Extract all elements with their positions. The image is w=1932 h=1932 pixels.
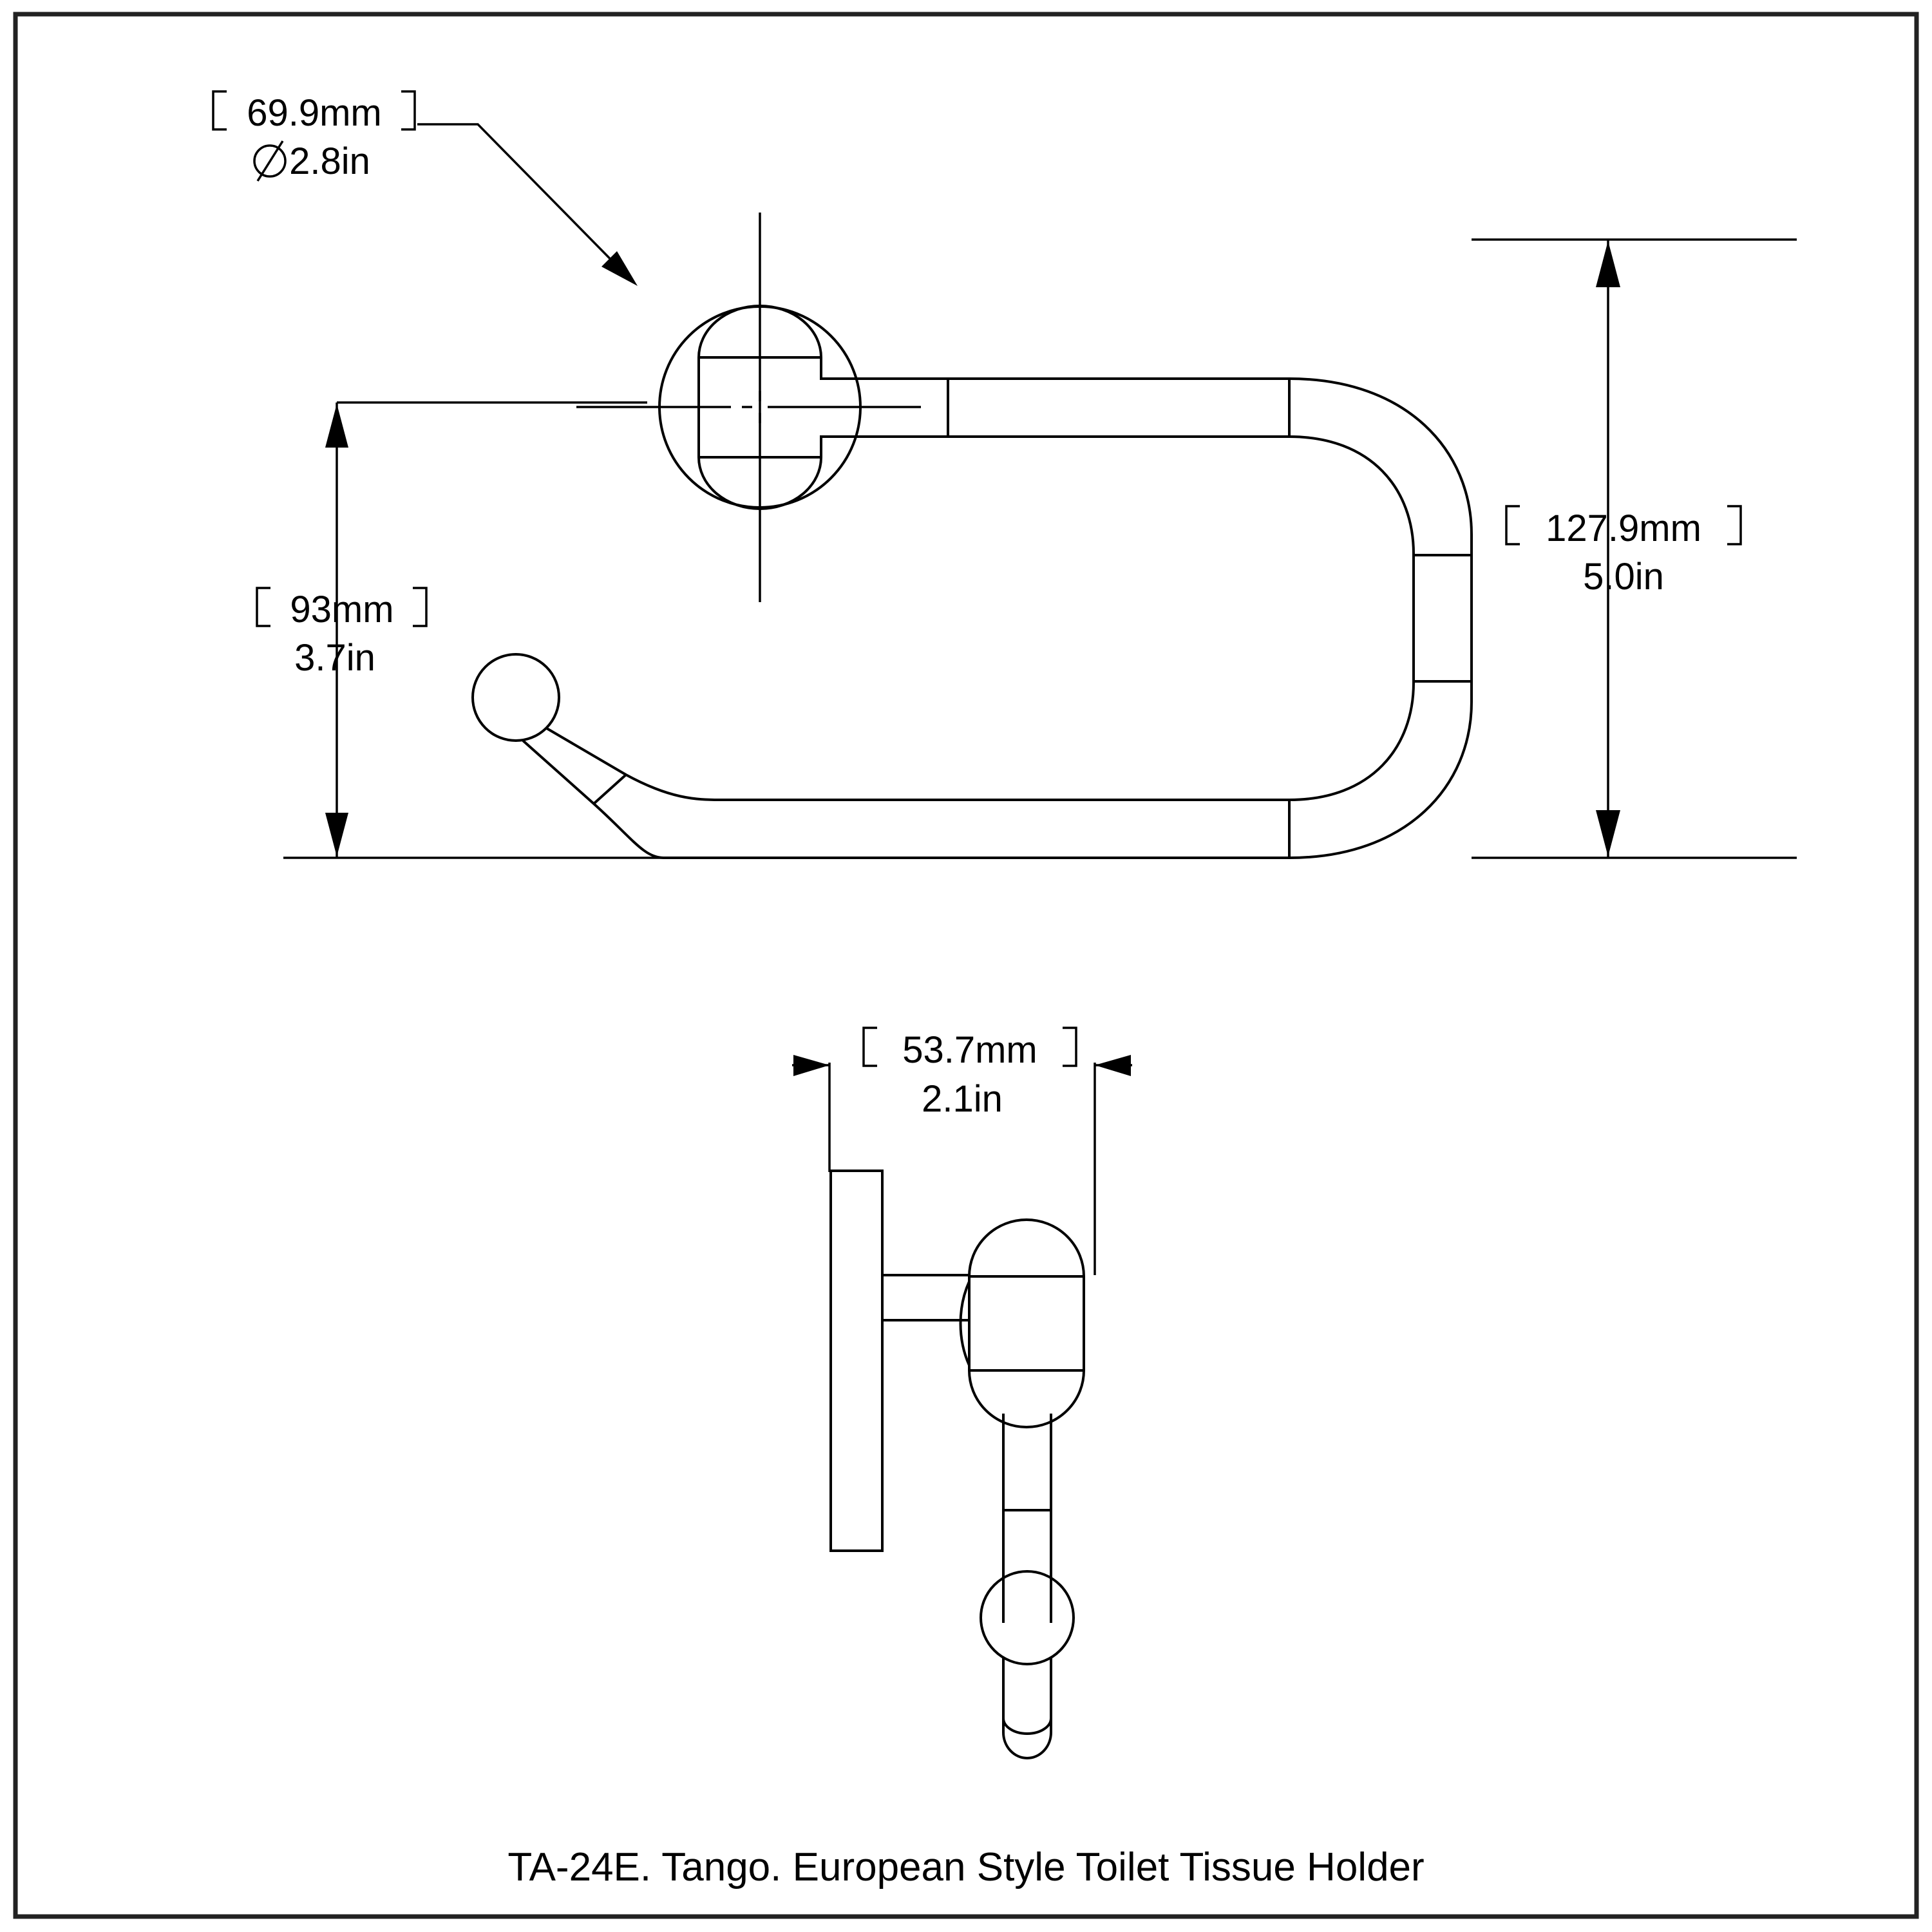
front-elevation-view <box>471 213 1473 859</box>
ball-finial <box>471 653 560 742</box>
drop-height-bracket-open <box>256 587 270 627</box>
u-bend-outer-edge <box>1289 377 1473 859</box>
side-boss-capsule <box>968 1218 1085 1428</box>
diameter-metric-label: 69.9mm <box>247 92 382 134</box>
side-elevation-view <box>829 1170 1085 1759</box>
descending-arm <box>1002 1414 1052 1623</box>
dimension-overall-height: 127.9mm 5.0in <box>1472 238 1797 859</box>
projection-bracket-open <box>862 1027 877 1067</box>
drawing-caption: TA-24E. Tango. European Style Toilet Tis… <box>507 1845 1424 1889</box>
diameter-bracket-close <box>401 90 416 131</box>
overall-height-imperial-label: 5.0in <box>1583 556 1664 598</box>
right-u-bend <box>1289 377 1473 859</box>
drop-height-arrowhead-top <box>325 404 348 448</box>
overall-height-arrowhead-top <box>1596 241 1620 287</box>
upper-horizontal-arm <box>821 377 1291 438</box>
ball-finial-assembly <box>471 653 721 859</box>
projection-arrowhead-right <box>1095 1055 1131 1076</box>
projection-imperial-label: 2.1in <box>922 1078 1003 1120</box>
diameter-symbol-icon <box>253 140 287 182</box>
overall-height-bracket-close <box>1727 505 1742 545</box>
dimension-projection-depth: 53.7mm 2.1in <box>792 1027 1132 1275</box>
dimension-flange-diameter: 69.9mm 2.8in <box>212 90 638 286</box>
lower-horizontal-arm <box>663 799 1291 859</box>
drop-height-bracket-close <box>413 587 428 627</box>
drop-height-arrowhead-bottom <box>325 813 348 857</box>
neck-upper-edge <box>545 727 721 801</box>
bottom-cap-split-arc <box>1002 1718 1052 1735</box>
u-bend-inner-edge <box>1289 435 1415 801</box>
side-ball-finial <box>980 1570 1075 1665</box>
overall-height-arrowhead-bottom <box>1596 810 1620 857</box>
overall-height-bracket-open <box>1505 505 1520 545</box>
diameter-leader-arrowhead <box>601 251 638 286</box>
diameter-leader-line <box>417 123 629 278</box>
drop-height-metric-label: 93mm <box>290 589 393 630</box>
projection-metric-label: 53.7mm <box>902 1029 1037 1071</box>
side-boss-post-junction-arc <box>959 1281 971 1366</box>
dimension-drop-height: 93mm 3.7in <box>256 401 663 859</box>
neck-break-line <box>592 773 627 805</box>
projection-bracket-close <box>1063 1027 1077 1067</box>
neck-lower-edge <box>522 739 664 859</box>
projection-arrowhead-left <box>793 1055 829 1076</box>
mounting-post <box>882 1274 969 1321</box>
diameter-imperial-label: 2.8in <box>289 140 370 182</box>
diameter-bracket-open <box>212 90 227 131</box>
overall-height-metric-label: 127.9mm <box>1546 507 1701 549</box>
drop-height-imperial-label: 3.7in <box>294 637 375 679</box>
bottom-rounded-cap <box>1002 1658 1052 1759</box>
wall-mount-plate <box>829 1170 884 1552</box>
sheet-border <box>13 12 1919 1919</box>
